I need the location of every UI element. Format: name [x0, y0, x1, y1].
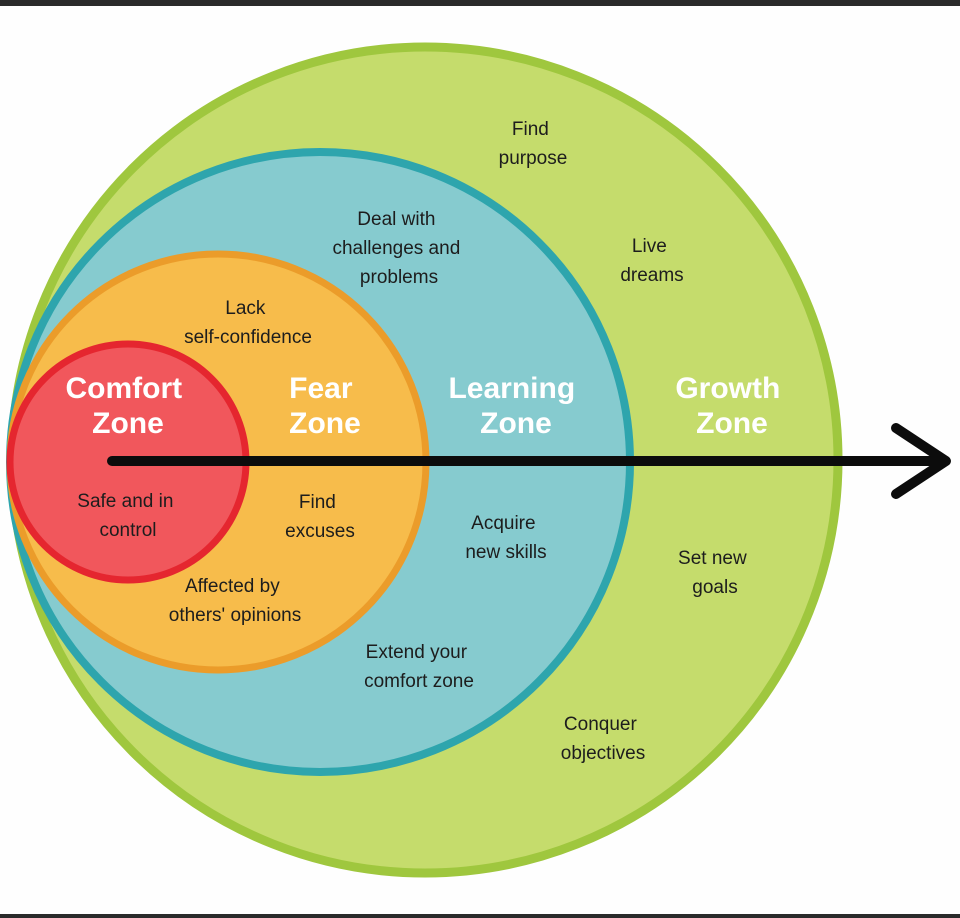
find-purpose-note: Find purpose: [499, 119, 568, 169]
fear-zone-title: Fear Zone: [289, 372, 361, 440]
top-border: [0, 0, 960, 6]
learning-zone-title: Learning Zone: [448, 372, 583, 440]
growth-arrow-head: [891, 423, 951, 499]
affected-by-opinions-note: Affected by others' opinions: [169, 576, 302, 626]
lack-self-confidence-note: Lack self-confidence: [184, 298, 312, 348]
live-dreams-note: Live dreams: [620, 236, 683, 286]
acquire-new-skills-note: Acquire new skills: [465, 513, 546, 563]
find-excuses-note: Find excuses: [285, 492, 355, 542]
comfort-zone-title: Comfort Zone: [66, 372, 191, 440]
safe-in-control-note: Safe and in control: [77, 491, 178, 541]
set-new-goals-note: Set new goals: [678, 548, 752, 598]
extend-comfort-zone-note: Extend your comfort zone: [364, 642, 474, 692]
growth-zone-title: Growth Zone: [675, 372, 788, 440]
bottom-border: [0, 914, 960, 918]
conquer-objectives-note: Conquer objectives: [561, 714, 646, 764]
deal-with-challenges-note: Deal with challenges and problems: [332, 209, 465, 288]
